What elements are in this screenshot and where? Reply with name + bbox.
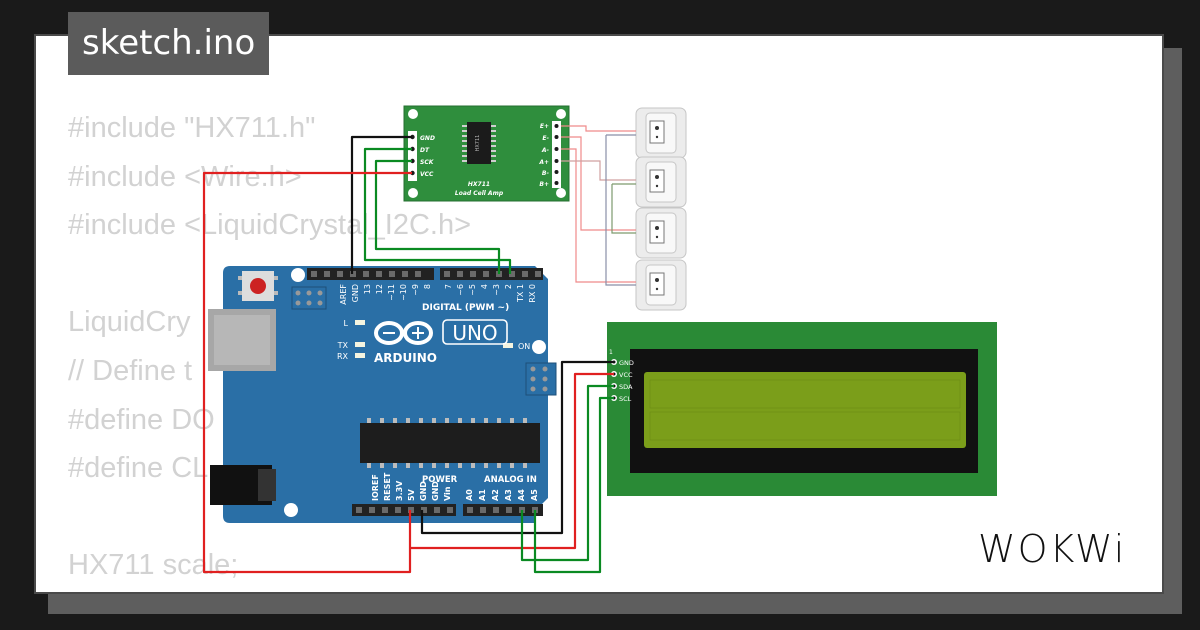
load-cell-4[interactable] — [635, 259, 687, 311]
pin-label-reset: RESET — [383, 472, 392, 501]
load-cell-1[interactable] — [635, 107, 687, 159]
pin-label-12: 12 — [375, 284, 384, 294]
load-cell-3[interactable] — [635, 207, 687, 259]
wire-lcd-gnd — [420, 360, 614, 535]
digital-label: DIGITAL (PWM ~) — [422, 303, 509, 313]
led-tx: TX — [337, 341, 365, 350]
power-jack — [210, 465, 276, 505]
led-l: L — [344, 319, 365, 328]
pin-label-gnd: GND — [351, 284, 360, 302]
power-label: POWER — [422, 475, 458, 485]
pin-label-3v3: 3.3V — [395, 480, 404, 501]
load-cell-wires — [561, 125, 636, 286]
svg-text:TX: TX — [337, 341, 349, 350]
wire-hx711-dt — [363, 147, 512, 274]
hx711-chip-label: HX711 — [475, 135, 481, 152]
code-line: #define DO — [68, 403, 215, 436]
lcd-1602-display[interactable]: 1 GND VCC SDA SCL — [607, 322, 997, 496]
hx711-title: HX711 — [468, 181, 490, 188]
svg-text:ON: ON — [518, 342, 530, 351]
pin-label-a1: A1 — [478, 489, 487, 501]
wire-hx711-gnd — [350, 135, 412, 274]
pin-label-a5: A5 — [530, 489, 539, 501]
load-cell-2[interactable] — [635, 156, 687, 208]
code-line: #include <LiquidCrystal_I2C.h> — [68, 209, 472, 242]
arduino-logo-icon — [374, 321, 433, 345]
pin-label-a4: A4 — [517, 489, 526, 501]
led-on: ON — [503, 342, 530, 351]
hx711-chip: HX711 — [462, 122, 496, 164]
lcd-character-grid — [649, 379, 961, 441]
svg-text:UNO: UNO — [452, 321, 497, 345]
hx711-pin-dt: DT — [420, 147, 430, 154]
pin-label-10: ~10 — [399, 284, 408, 301]
led-rx: RX — [337, 352, 365, 361]
pin-label-tx1: TX 1 — [516, 284, 525, 303]
analog-label: ANALOG IN — [484, 475, 537, 485]
pin-label-5: ~5 — [468, 284, 477, 296]
pin-label-4: 4 — [480, 284, 489, 289]
pin-label-8: 8 — [423, 284, 432, 289]
hx711-pin-gnd: GND — [420, 135, 435, 142]
file-tab[interactable]: sketch.ino — [68, 12, 270, 75]
lcd-pin-vcc: VCC — [619, 371, 633, 379]
hx711-pin-a-minus: A- — [541, 147, 550, 154]
code-line: HX711 scale; — [68, 549, 239, 582]
arduino-uno-board[interactable]: AREF GND 13 12 ~11 ~10 ~9 8 7 ~6 ~5 4 ~3… — [208, 266, 557, 523]
lcd-pin-gnd: GND — [619, 359, 634, 367]
pin-label-2: 2 — [504, 284, 513, 289]
pin-label-7: 7 — [444, 284, 453, 289]
pin-label-gnd-1: GND — [419, 481, 428, 501]
pin-label-6: ~6 — [456, 284, 465, 296]
pin-label-aref: AREF — [339, 284, 348, 305]
pin-label-3: ~3 — [492, 284, 501, 296]
hx711-pin-b-minus: B- — [542, 170, 550, 177]
usb-port — [208, 309, 276, 371]
pin-label-vin: Vin — [443, 486, 452, 501]
pin-label-rx0: RX 0 — [528, 284, 537, 303]
wire-lcd-vcc — [410, 372, 614, 550]
hx711-pin-e-plus: E+ — [540, 123, 549, 130]
hx711-module[interactable]: HX711 GND DT SCK VCC E+ E- A- A+ B- B+ H… — [403, 105, 570, 202]
code-line: LiquidCry — [68, 306, 191, 339]
code-line: // Define t — [68, 354, 193, 387]
pin-label-5v: 5V — [407, 488, 416, 501]
wire-lcd-sda — [520, 384, 614, 562]
pin-label-11: ~11 — [387, 284, 396, 301]
hx711-pin-e-minus: E- — [542, 135, 549, 142]
hx711-pin-b-plus: B+ — [539, 181, 549, 188]
hx711-subtitle: Load Cell Amp — [455, 190, 504, 197]
svg-text:L: L — [344, 319, 349, 328]
arduino-brand: ARDUINO — [374, 351, 437, 365]
code-line: #include "HX711.h" — [68, 112, 316, 144]
pin-label-a2: A2 — [491, 489, 500, 501]
code-line: #define CL — [68, 452, 209, 485]
lcd-pin-1-marker: 1 — [609, 349, 613, 356]
svg-text:RX: RX — [337, 352, 349, 361]
pin-label-gnd-2: GND — [431, 481, 440, 501]
wokwi-logo: WOKWi — [978, 527, 1127, 571]
pin-label-ioref: IOREF — [371, 474, 380, 501]
hx711-pin-a-plus: A+ — [538, 159, 549, 166]
uno-badge: UNO — [442, 319, 508, 345]
hx711-pin-sck: SCK — [420, 159, 435, 166]
atmega-chip — [360, 418, 540, 468]
wires — [202, 135, 614, 574]
pin-label-a0: A0 — [465, 489, 474, 501]
arduino-logo-symbols — [383, 327, 424, 339]
pin-label-a3: A3 — [504, 489, 513, 501]
lcd-pin-scl: SCL — [619, 395, 632, 403]
wire-hx711-sck — [374, 159, 501, 274]
code-preview: #include "HX711.h" #include <Wire.h> #incl… — [68, 104, 471, 590]
wire-hx711-vcc — [202, 171, 412, 574]
pin-label-9: ~9 — [411, 284, 420, 296]
reset-button[interactable] — [238, 271, 278, 301]
pin-label-13: 13 — [363, 284, 372, 294]
code-line: #include <Wire.h> — [68, 160, 302, 193]
hx711-pin-vcc: VCC — [420, 171, 434, 178]
wire-lcd-scl — [533, 396, 614, 574]
lcd-pin-sda: SDA — [619, 383, 633, 391]
